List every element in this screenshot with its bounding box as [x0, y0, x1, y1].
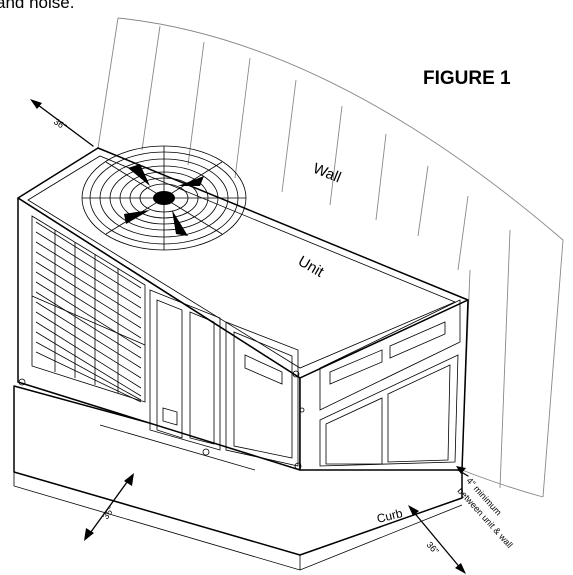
side-panels: [319, 299, 461, 467]
curb-label: Curb: [375, 506, 404, 526]
figure-title: FIGURE 1: [423, 68, 511, 89]
fan-grille: [81, 145, 247, 251]
front-grille: [31, 215, 146, 403]
front-panels: [99, 289, 299, 471]
clearance-top-left-label: 36": [52, 116, 69, 132]
wall-label: Wall: [311, 160, 344, 186]
header-fragment: and noise.: [0, 0, 74, 12]
screws: [18, 370, 305, 470]
clearance-bottom-left-label: 36": [100, 505, 116, 522]
clearance-arrows: [30, 99, 469, 574]
